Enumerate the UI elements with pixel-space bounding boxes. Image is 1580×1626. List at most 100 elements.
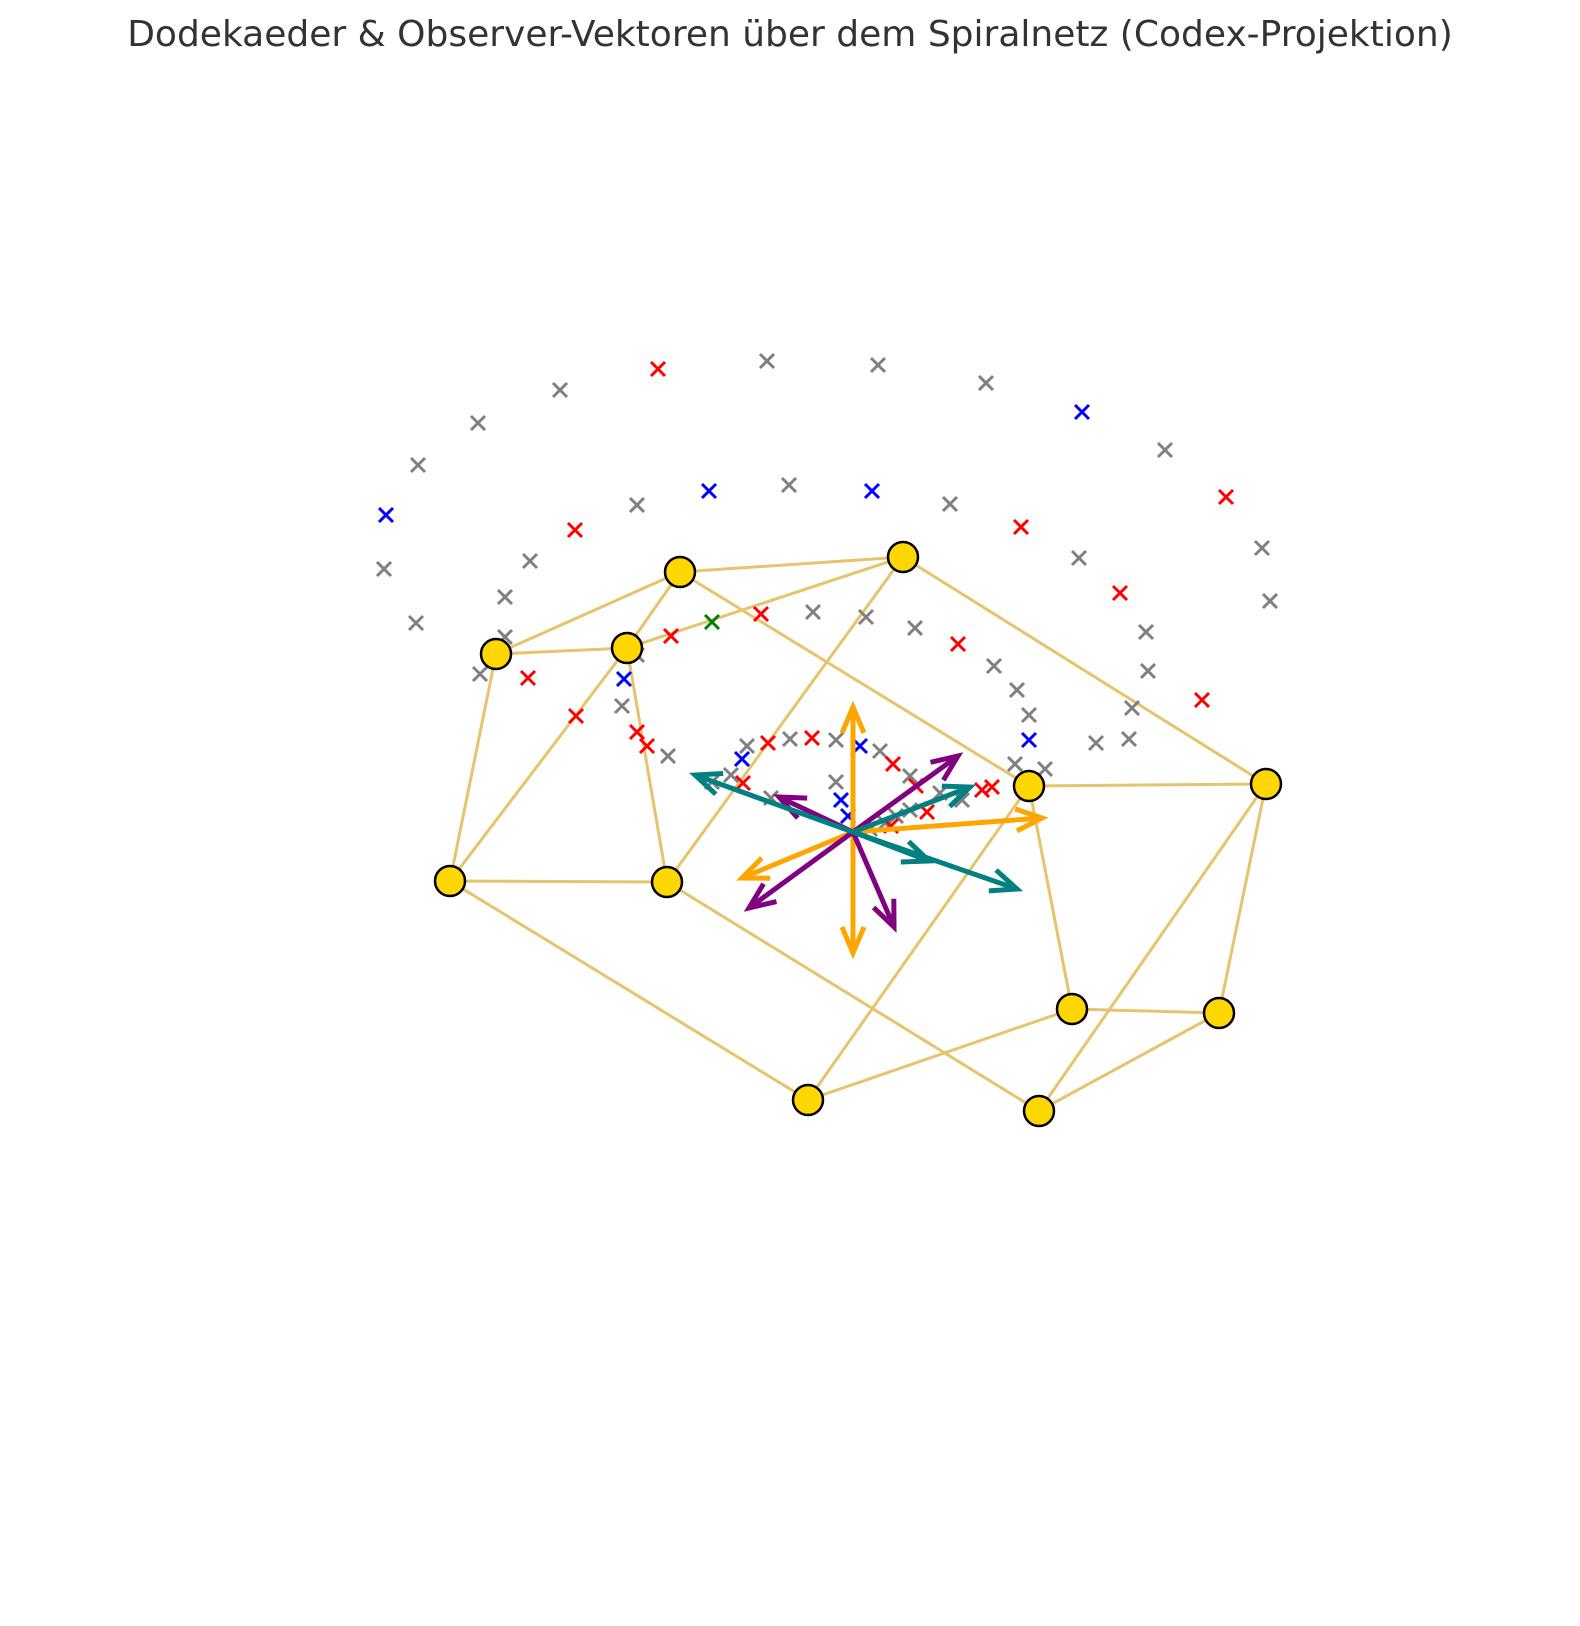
spiral-marker-gray [738, 737, 756, 755]
spiral-marker-blue [377, 506, 395, 524]
spiral-marker-red [759, 734, 777, 752]
dodecahedron-edge [665, 880, 1041, 1113]
dodecahedron-edge [806, 784, 1031, 1102]
observer-vectors [688, 700, 1049, 960]
dodecahedron-edge [1217, 782, 1268, 1015]
spiral-marker-gray [1008, 681, 1026, 699]
spiral-marker-gray [857, 608, 875, 626]
spiral-marker-gray [722, 766, 740, 784]
spiral-marker-gray [827, 773, 845, 791]
spiral-marker-red [662, 627, 680, 645]
spiral-marker-red [752, 605, 770, 623]
spiral-marker-gray [1120, 730, 1138, 748]
dodecahedron-edge [448, 879, 810, 1102]
spiral-marker-gray [985, 657, 1003, 675]
spiral-marker-blue [615, 670, 633, 688]
spiral-marker-gray [521, 552, 539, 570]
spiral-marker-gray [496, 588, 514, 606]
spiral-marker-gray [1123, 699, 1141, 717]
observer-vector-head [839, 700, 867, 734]
spiral-marker-gray [471, 665, 489, 683]
dodecahedron-edge [678, 555, 905, 574]
spiral-marker-gray [827, 731, 845, 749]
observer-vector-head [941, 783, 976, 809]
dodecahedron-edge [448, 652, 498, 883]
observer-vector-head [900, 839, 935, 865]
spiral-marker-gray [901, 767, 919, 785]
spiral-marker-blue [733, 750, 751, 768]
spiral-marker-gray [1261, 592, 1279, 610]
spiral-marker-gray [1137, 623, 1155, 641]
dodecahedron-edge [901, 555, 1268, 786]
dodecahedron-edge [448, 879, 669, 884]
spiral-marker-gray [375, 560, 393, 578]
spiral-marker-gray [613, 697, 631, 715]
dodecahedron-edge [1037, 1011, 1221, 1113]
spiral-marker-gray [1087, 734, 1105, 752]
observer-vector-head [839, 926, 867, 960]
spiral-marker-gray [469, 414, 487, 432]
dodecahedron-vertex [663, 555, 697, 589]
spiral-marker-blue [863, 482, 881, 500]
spiral-marker-gray [941, 495, 959, 513]
spiral-marker-gray [1036, 760, 1054, 778]
observer-vector-head [743, 882, 778, 912]
spiral-marker-gray [869, 356, 887, 374]
spiral-marker-blue [700, 482, 718, 500]
observer-vector-shaft [850, 831, 897, 928]
dodecahedron-vertex [610, 631, 644, 665]
spiral-marker-red [567, 707, 585, 725]
dodecahedron-edge [678, 570, 1031, 788]
spiral-marker-gray [659, 747, 677, 765]
spiral-marker-gray [953, 791, 971, 809]
dodecahedron-edge [1070, 1007, 1221, 1015]
observer-vector-shaft [852, 784, 971, 835]
spiral-marker-gray [1020, 706, 1038, 724]
dodecahedron-edge [806, 1007, 1074, 1102]
spiral-marker-green [703, 613, 721, 631]
dodecahedron-vertex [433, 864, 467, 898]
spiral-marker-red [949, 635, 967, 653]
spiral-marker-gray [1253, 539, 1271, 557]
dodecahedron-vertex [1249, 767, 1283, 801]
dodecahedron-vertex [791, 1083, 825, 1117]
spiral-marker-gray [1070, 549, 1088, 567]
observer-vector-head [929, 752, 964, 782]
spiral-marker-blue [1073, 403, 1091, 421]
spiral-marker-red [649, 360, 667, 378]
dodecahedron-vertex [1012, 769, 1046, 803]
spiral-marker-gray [758, 352, 776, 370]
spiral-marker-gray [871, 742, 889, 760]
spiral-marker-blue [832, 791, 850, 809]
spiral-marker-gray [407, 614, 425, 632]
dodecahedron-vertices [433, 540, 1283, 1128]
dodecahedron-vertex [650, 865, 684, 899]
spiral-marker-red [1012, 518, 1030, 536]
spiral-marker-red [638, 737, 656, 755]
observer-vector-shaft [852, 829, 930, 864]
dodecahedron-edge [1027, 782, 1268, 788]
spiral-marker-red [803, 729, 821, 747]
observer-vector-shaft [741, 829, 854, 881]
dodecahedron-vertex [886, 540, 920, 574]
spiral-marker-red [566, 521, 584, 539]
dodecahedron-vertex [479, 637, 513, 671]
spiral-marker-gray [1006, 755, 1024, 773]
spiral-markers [375, 352, 1279, 838]
observer-vector-head [1014, 806, 1049, 834]
chart-title: Dodekaeder & Observer-Vektoren über dem … [127, 14, 1453, 55]
spiral-marker-blue [1020, 731, 1038, 749]
spiral-marker-red [884, 755, 902, 773]
observer-vector-shaft [851, 753, 960, 835]
dodecahedron-edge [494, 646, 629, 656]
spiral-marker-gray [409, 456, 427, 474]
spiral-marker-red [1111, 584, 1129, 602]
dodecahedron-edge [625, 646, 669, 884]
dodecahedron-edge [448, 646, 629, 883]
spiral-marker-gray [780, 476, 798, 494]
observer-vector-shaft [852, 815, 1043, 835]
spiral-marker-gray [804, 603, 822, 621]
observer-vector-head [871, 898, 897, 933]
spiral-marker-red [1193, 691, 1211, 709]
dodecahedron-edge [665, 555, 905, 884]
